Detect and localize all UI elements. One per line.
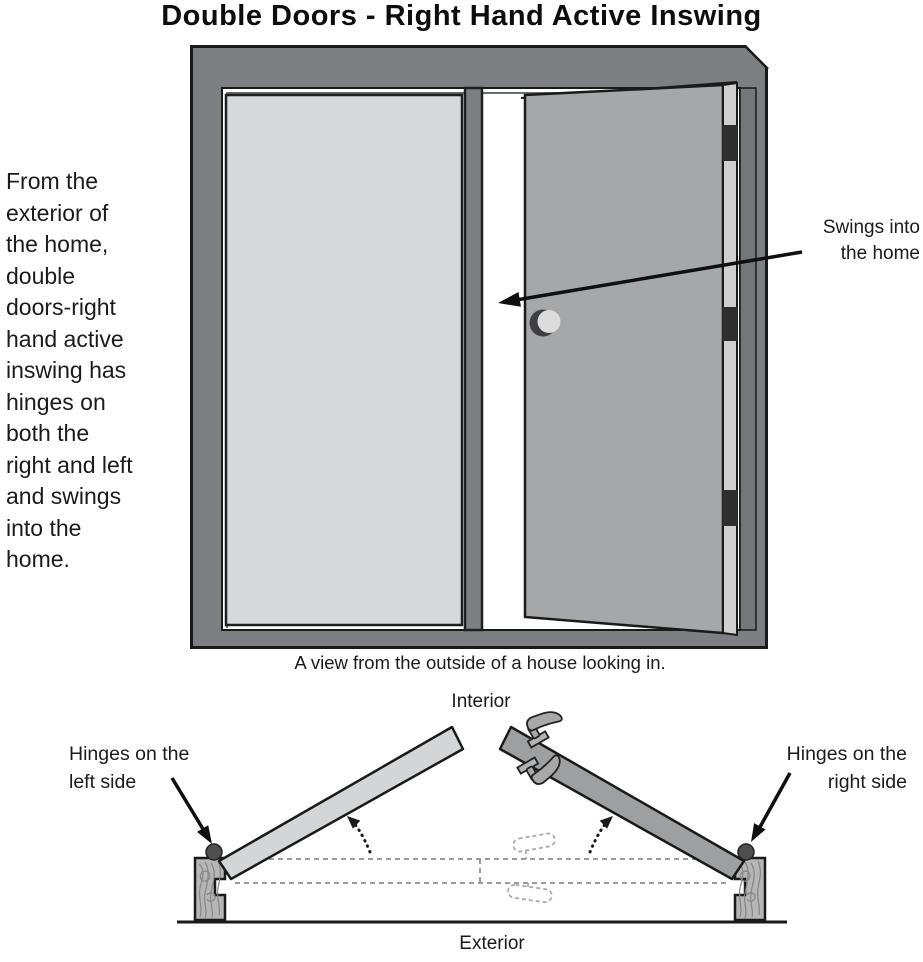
left-door-panel <box>224 93 464 627</box>
left-swing-arc <box>347 816 372 854</box>
right-door-hinge-edge <box>722 81 738 637</box>
exterior-label: Exterior <box>459 933 525 954</box>
exterior-lever-handle <box>516 754 561 785</box>
plan-left-door <box>217 725 465 881</box>
right-swing-arc <box>588 816 613 854</box>
right-hinge-arrow <box>751 772 792 842</box>
swings-into-home-label: Swings into the home <box>822 217 920 264</box>
hinge-bottom-icon <box>722 490 738 526</box>
hinge-middle-icon <box>722 307 738 341</box>
interior-label: Interior <box>451 691 511 712</box>
interior-lever-handle <box>526 711 563 749</box>
swings-arrow <box>498 250 803 307</box>
right-door-panel-open <box>523 83 725 635</box>
ghost-handles <box>507 832 556 904</box>
closed-position-ghost <box>233 858 728 884</box>
front-view-caption: A view from the outside of a house looki… <box>294 652 666 673</box>
hinge-top-icon <box>722 125 738 161</box>
hinges-right-label: Hinges on the right side <box>786 743 907 793</box>
right-jamb <box>739 87 757 631</box>
door-knob-icon <box>537 310 561 333</box>
center-mullion <box>463 86 484 632</box>
page-title: Double Doors - Right Hand Active Inswing <box>161 0 762 32</box>
right-hinge-pin-icon <box>737 843 755 861</box>
front-view-diagram <box>190 45 770 649</box>
left-hinge-arrow <box>170 777 212 844</box>
plan-right-door <box>498 725 746 881</box>
description-text: From the exterior of the home, double do… <box>6 168 133 572</box>
plan-view-diagram <box>170 711 792 924</box>
left-hinge-pin-icon <box>205 843 223 861</box>
hinges-left-label: Hinges on the left side <box>69 743 190 793</box>
arrowhead-icon <box>498 292 521 307</box>
